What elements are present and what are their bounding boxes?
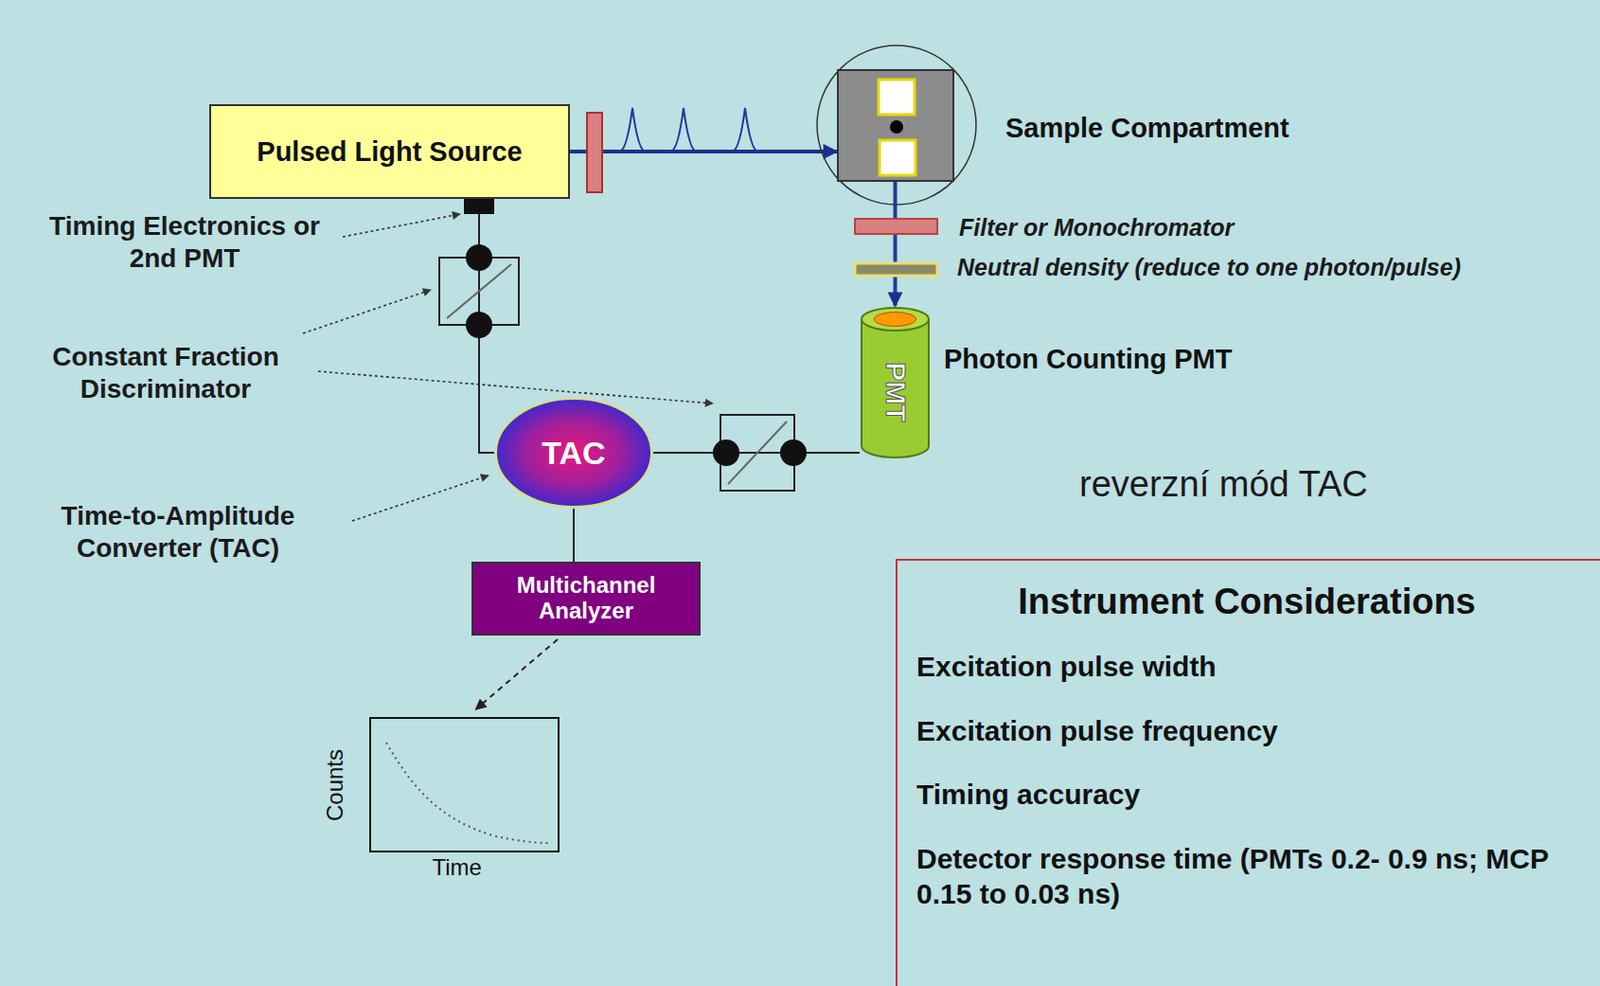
annotation-label: Filter or Monochromator [959, 213, 1234, 242]
connector [572, 508, 575, 562]
timing-electronics-block [463, 198, 495, 214]
rotation-axis [889, 120, 904, 134]
sample-holder [836, 69, 955, 182]
pmt-window [874, 312, 917, 327]
leader-line [352, 475, 489, 521]
node-text: Sample Compartment [1005, 112, 1290, 144]
node-text: Counts [321, 747, 349, 820]
node-text: Excitation pulse frequency [916, 712, 1578, 749]
light-pulses [619, 107, 759, 152]
decay-plot: CountsTime [369, 716, 560, 853]
decay-curve [386, 742, 552, 843]
analyzer-box: Multichannel Analyzer [471, 561, 701, 636]
connector [569, 149, 837, 154]
annotation-label: Time-to-Amplitude Converter (TAC) [26, 499, 330, 564]
node-text: Pulsed Light Source [256, 136, 522, 168]
cfd-terminal [465, 311, 493, 338]
tac-ellipse-fill [496, 398, 652, 507]
neutral-density-filter [854, 263, 938, 276]
annotation-label: Timing Electronics or 2nd PMT [28, 210, 341, 274]
leader-line [342, 213, 461, 237]
pmt-body [861, 319, 929, 458]
cfd-terminal [465, 244, 493, 271]
considerations-panel: Instrument ConsiderationsExcitation puls… [895, 558, 1600, 986]
node-text: Multichannel Analyzer [482, 572, 690, 624]
pmt-top [861, 307, 929, 331]
connector [476, 639, 559, 710]
sample-compartment: Sample Compartment [836, 69, 955, 182]
node-text: Photon Counting PMT [943, 343, 1232, 375]
leader-line [318, 371, 713, 404]
annotation-label: Neutral density (reduce to one photon/pu… [957, 253, 1461, 282]
emission-filter [854, 218, 938, 234]
node-text: PMT [879, 361, 912, 422]
pmt-cylinder: PMTPhoton Counting PMT [859, 305, 931, 460]
sample-outline-circle [817, 45, 977, 205]
node-text: Detector response time (PMTs 0.2- 0.9 ns… [916, 840, 1578, 912]
cuvette [879, 140, 916, 176]
leader-line [302, 289, 431, 334]
cfd-terminal [780, 439, 807, 466]
cuvette [878, 79, 915, 115]
source-filter [586, 112, 603, 193]
node-text: Excitation pulse width [916, 648, 1578, 685]
annotation-label: reverzní mód TAC [1079, 463, 1369, 505]
cfd-slash [446, 264, 512, 319]
node-text: Instrument Considerations [916, 581, 1578, 623]
light-source-box: Pulsed Light Source [209, 104, 570, 199]
annotation-label: Constant Fraction Discriminator [18, 340, 313, 405]
node-text: Timing accuracy [916, 776, 1578, 813]
connector [893, 181, 898, 306]
cfd-terminal [712, 439, 740, 466]
tac-ellipse: TAC [494, 396, 654, 509]
node-text: Time [431, 853, 481, 881]
node-text: TAC [541, 434, 605, 472]
